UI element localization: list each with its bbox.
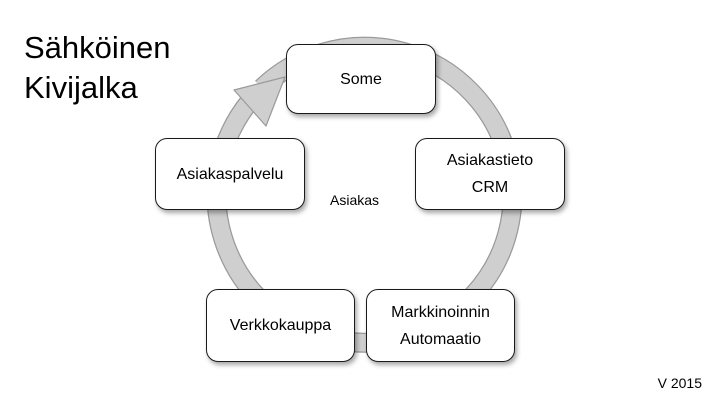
center-label: Asiakas — [330, 192, 380, 208]
node-asiakaspalvelu: Asiakaspalvelu — [155, 138, 305, 210]
node-verkkokauppa: Verkkokauppa — [206, 289, 355, 362]
node-automaatio-label: Automaatio — [400, 330, 481, 348]
node-asiakaspalvelu-label: Asiakaspalvelu — [176, 165, 284, 183]
node-verkkokauppa-label: Verkkokauppa — [229, 317, 332, 334]
node-markkinoinnin-automaatio: Markkinoinnin Automaatio — [366, 289, 515, 362]
node-crm-label: CRM — [471, 179, 509, 196]
title-line-1: Sähköinen — [24, 30, 171, 65]
version-label: V 2015 — [657, 375, 702, 391]
slide-title: Sähköinen Kivijalka — [24, 28, 171, 108]
ring-arrowhead — [233, 76, 286, 127]
node-asiakastieto-label: Asiakastieto — [446, 152, 534, 169]
title-line-2: Kivijalka — [24, 70, 138, 105]
node-asiakastieto-crm: Asiakastieto CRM — [415, 138, 565, 210]
node-some: Some — [286, 44, 436, 114]
node-some-label: Some — [340, 70, 382, 88]
node-markkinoinnin-label: Markkinoinnin — [391, 303, 490, 321]
